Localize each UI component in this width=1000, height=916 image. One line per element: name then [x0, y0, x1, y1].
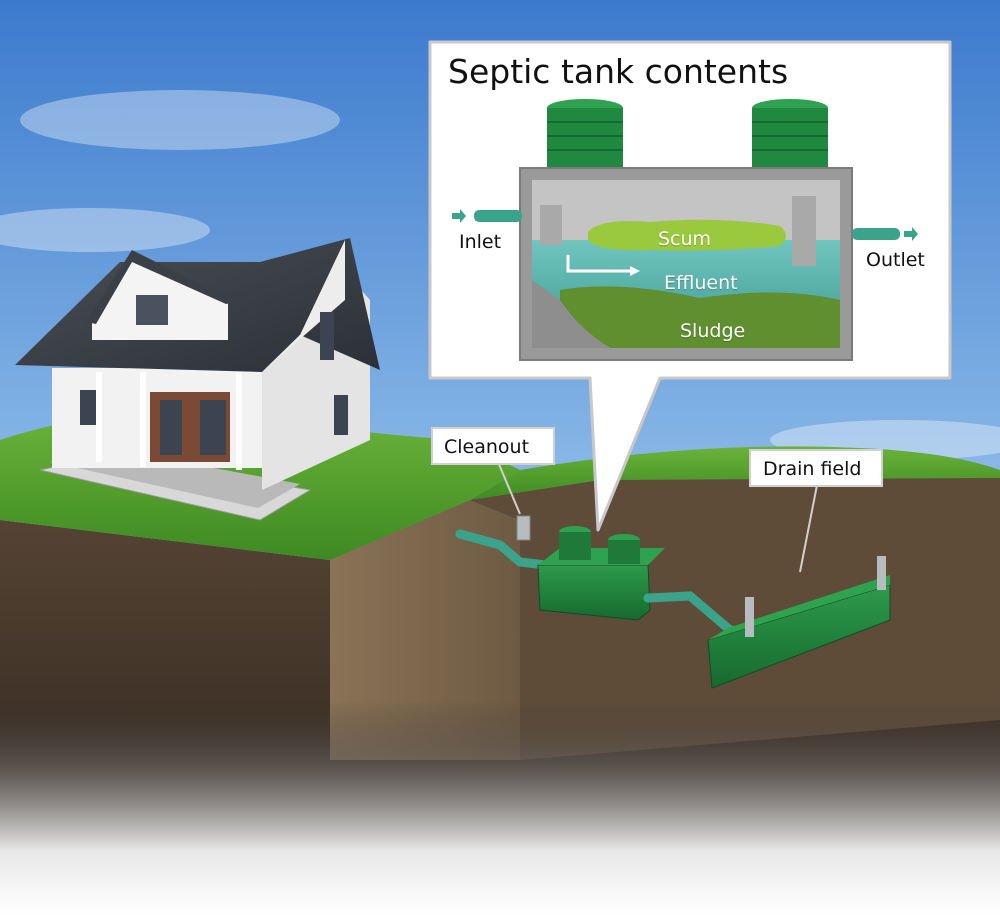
- callout-inlet-pipe: [474, 210, 522, 222]
- septic-tank: [538, 565, 650, 620]
- callout-title: Septic tank contents: [448, 52, 788, 91]
- inlet-label: Inlet: [459, 231, 501, 253]
- sludge-label: Sludge: [680, 320, 745, 342]
- drain-field-label: Drain field: [763, 458, 861, 480]
- effluent-label: Effluent: [664, 272, 738, 294]
- callout-outlet-pipe: [852, 228, 900, 240]
- cleanout-pipe: [517, 516, 530, 540]
- outlet-label: Outlet: [866, 249, 925, 271]
- scum-label: Scum: [658, 228, 711, 250]
- ground-fade: [0, 700, 1000, 916]
- cleanout-label: Cleanout: [444, 436, 529, 458]
